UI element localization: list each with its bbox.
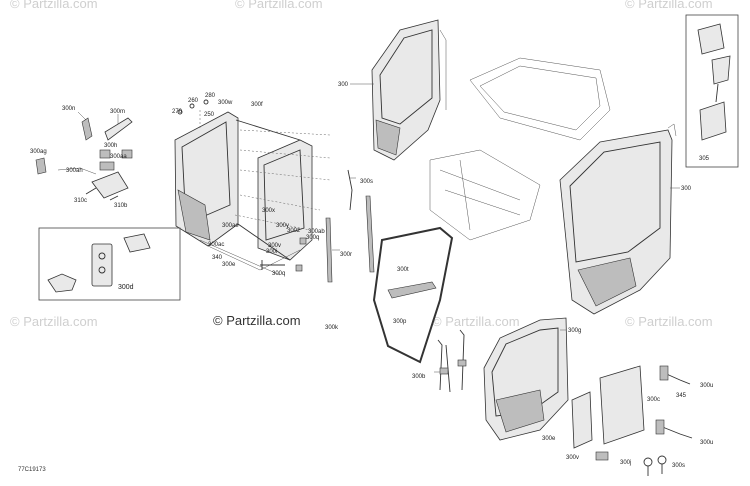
label-300s: 300s [360, 179, 373, 185]
label-300ac: 300ac [208, 242, 224, 248]
label-300q: 300q [306, 235, 319, 241]
label-300v-bottom: 300v [566, 455, 579, 461]
label-300u-bottom: 300u [700, 440, 713, 446]
strip-300p [387, 281, 437, 299]
label-300c: 300c [647, 397, 660, 403]
diagram-code: 77C19173 [18, 467, 46, 473]
label-280: 280 [205, 93, 216, 99]
door-check-arms [437, 329, 467, 393]
label-250: 250 [204, 112, 215, 118]
label-300v: 300v [268, 243, 281, 249]
door-seal-300k [372, 226, 454, 364]
label-260: 260 [188, 98, 199, 104]
key-300s [643, 457, 653, 467]
bottom-right-hardware [595, 365, 693, 476]
label-300q-2: 300q [272, 271, 285, 277]
label-300x: 300x [262, 208, 275, 214]
door-lower-panel [577, 257, 637, 307]
watermark-mid-center: © Partzilla.com [432, 314, 520, 329]
cab-frame-assembly [174, 99, 331, 276]
label-300i: 300i [266, 249, 277, 255]
label-300s-bottom: 300s [672, 463, 685, 469]
strip-300r [365, 195, 375, 273]
part-300j [595, 451, 609, 461]
window-300e [571, 391, 593, 449]
label-300ab: 300ab [308, 229, 325, 235]
door-frame-top [371, 19, 447, 161]
window-300c [599, 365, 645, 445]
label-300t: 300t [397, 267, 409, 273]
hinge-305b [699, 101, 727, 141]
left-small-parts [35, 117, 133, 201]
strip-300c [325, 217, 333, 283]
label-300f: 300f [251, 102, 263, 108]
label-300w: 300w [218, 100, 233, 106]
watermark-mid-right: © Partzilla.com [625, 314, 713, 329]
watermark-mid-left: © Partzilla.com [10, 314, 98, 329]
label-300aa: 300aa [110, 154, 127, 160]
inset-frame [38, 227, 181, 301]
callout-labels: 300n 300m 260 280 300w 270 250 300f 300a… [30, 82, 713, 469]
brand-caption: © Partzilla.com [213, 313, 301, 328]
watermark-top-center: © Partzilla.com [235, 0, 323, 11]
seals-and-strips [325, 169, 454, 364]
label-310c: 310c [74, 198, 87, 204]
window-panels [571, 365, 645, 449]
strip-300s [347, 169, 353, 211]
part-300aa [99, 161, 115, 171]
hinge-300u-bottom [659, 425, 693, 439]
part-300ag [35, 157, 47, 175]
hinge-305a [697, 23, 725, 55]
inset-box-300d [38, 227, 181, 301]
label-270: 270 [172, 109, 183, 115]
inset-latch [91, 243, 113, 287]
watermarks: © Partzilla.com © Partzilla.com © Partzi… [10, 0, 713, 329]
label-300m: 300m [110, 109, 125, 115]
inset-handle [123, 233, 151, 253]
label-300u-top: 300u [700, 383, 713, 389]
chassis-frame [429, 149, 541, 241]
part-300n [81, 117, 93, 141]
label-300d: 300d [118, 284, 134, 291]
label-310b: 310b [114, 203, 128, 209]
label-300n: 300n [62, 106, 75, 112]
label-300e-bottom: 300e [542, 436, 556, 442]
label-340: 340 [212, 255, 223, 261]
latch-bracket [91, 171, 129, 199]
label-300-right: 300 [681, 186, 692, 192]
label-300g: 300g [568, 328, 581, 334]
right-door [559, 123, 677, 315]
label-300ae: 300ae [222, 223, 239, 229]
lower-door [483, 317, 569, 441]
label-300j: 300j [620, 460, 631, 466]
label-300e: 300e [222, 262, 236, 268]
watermark-top-left: © Partzilla.com [10, 0, 98, 11]
label-300r: 300r [340, 252, 352, 258]
leader-lines [77, 83, 680, 373]
label-300-top: 300 [338, 82, 349, 88]
inset-frame-305 [685, 14, 739, 168]
label-300h: 300h [104, 143, 117, 149]
label-300y: 300y [276, 223, 289, 229]
inset-bracket [47, 273, 77, 293]
part-300m [104, 117, 133, 141]
label-300p: 300p [393, 319, 407, 325]
label-300ag: 300ag [30, 149, 47, 155]
frame-lower-panel [177, 189, 211, 241]
label-300z: 300z [287, 228, 300, 234]
label-305: 305 [699, 156, 710, 162]
label-300k: 300k [325, 325, 339, 331]
label-345: 345 [676, 393, 687, 399]
label-300b: 300b [412, 374, 426, 380]
cargo-bed [469, 57, 611, 141]
inset-box-305 [685, 14, 739, 168]
watermark-top-right: © Partzilla.com [625, 0, 713, 11]
vehicle-chassis [429, 57, 611, 241]
label-300ah: 300ah [66, 168, 83, 174]
part-300h [99, 149, 111, 159]
